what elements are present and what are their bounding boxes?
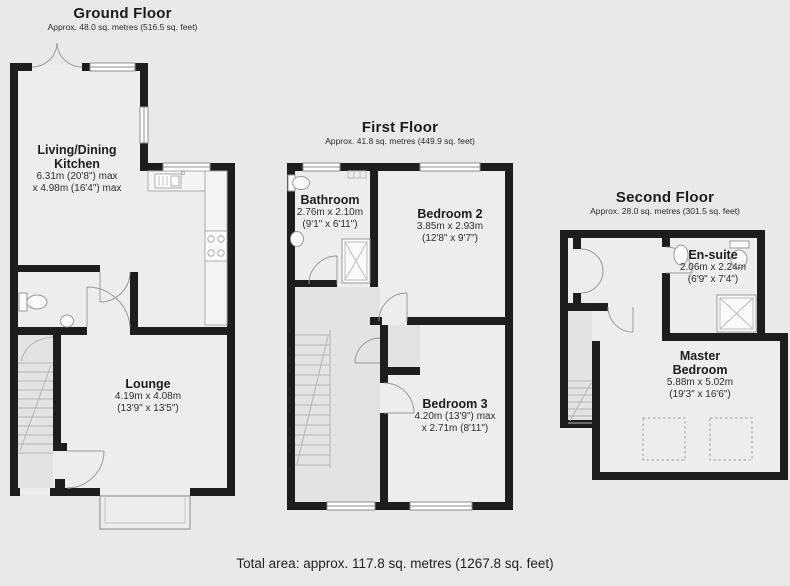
first-floor-plan-drawing [287,162,513,511]
floor-subtitle-ground: Approx. 48.0 sq. metres (516.5 sq. feet) [47,22,198,32]
bathroom-basin-fixture [290,231,304,247]
ensuite-shower-fixture [716,294,757,333]
first-floor-section: First Floor Approx. 41.8 sq. metres (449… [285,119,515,529]
floor-title-ground: Ground Floor [73,5,172,22]
first-walls [287,163,513,510]
second-floor-plan-drawing [560,230,788,480]
ground-staircase [18,335,54,488]
ground-windows [89,62,211,172]
radiator-fixture [347,170,367,179]
ground-walls [10,63,235,496]
shower-fixture [341,238,371,284]
floor-title-first: First Floor [361,119,439,136]
second-doors [580,246,693,333]
roof-window-outlines [642,417,753,461]
bay-window [99,495,191,530]
ensuite-toilet-fixture [729,240,750,269]
sink-fixture [154,171,185,189]
wc-basin-fixture [60,314,74,328]
first-doors [308,255,415,414]
ensuite-basin-fixture [673,244,689,266]
second-staircase [568,380,592,424]
room-label-bedroom-3: Bedroom 3 4.20m (13'9") max x 2.71m (8'1… [414,397,496,434]
first-vestibule-area [388,325,420,367]
wc-toilet-fixture [18,292,48,312]
room-label-master-bedroom: Master Bedroom 5.88m x 5.02m (19'3" x 16… [666,349,734,400]
room-label-living-dining-kitchen: Living/Dining Kitchen 6.31m (20'8") max … [32,143,122,194]
second-walls [560,230,788,480]
room-label-bathroom: Bathroom 2.76m x 2.10m (9'1" x 6'11") [296,193,364,230]
hob-fixture [204,230,228,262]
second-floor-section: Second Floor Approx. 28.0 sq. metres (30… [555,189,790,504]
first-windows [302,162,481,511]
floor-title-second: Second Floor [615,189,715,206]
ground-floor-plan-drawing [10,42,235,530]
bathroom-toilet-fixture [287,174,310,192]
kitchen-counter [147,170,228,326]
room-label-lounge: Lounge 4.19m x 4.08m (13'9" x 13'5") [114,377,182,414]
room-label-en-suite: En-suite 2.06m x 2.24m (6'9" x 7'4") [679,248,747,285]
first-staircase [295,330,331,468]
floor-subtitle-second: Approx. 28.0 sq. metres (301.5 sq. feet) [590,206,740,216]
floor-subtitle-first: Approx. 41.8 sq. metres (449.9 sq. feet) [325,136,475,146]
second-landing-area [568,311,592,428]
room-label-bedroom-2: Bedroom 2 3.85m x 2.93m (12'8" x 9'7") [416,207,484,244]
ground-floor-section: Ground Floor Approx. 48.0 sq. metres (51… [5,5,240,550]
total-area-caption: Total area: approx. 117.8 sq. metres (12… [236,556,554,571]
